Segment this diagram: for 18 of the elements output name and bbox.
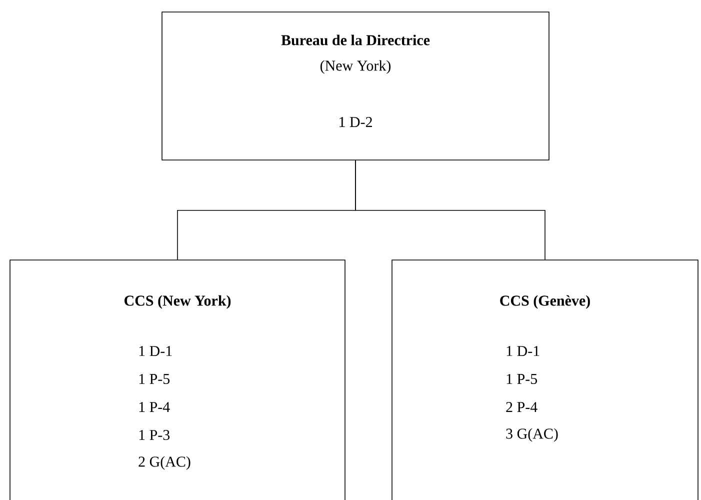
post-count: 1 P-3 [139, 430, 170, 440]
org-box [162, 12, 550, 160]
post-count: 1 D-1 [506, 346, 540, 356]
post-count: 2 G(AC) [138, 456, 190, 470]
connector-line [355, 160, 546, 260]
org-box [392, 260, 698, 500]
post-count: 2 P-4 [506, 402, 538, 412]
post-count: 1 P-4 [139, 402, 170, 412]
box-title: CCS (Genève) [500, 295, 590, 309]
post-count: 1 P-5 [139, 374, 170, 384]
box-title: CCS (New York) [124, 295, 231, 309]
box-title: Bureau de la Directrice [281, 34, 430, 46]
post-count: 3 G(AC) [506, 428, 558, 442]
box-text: (New York) [320, 60, 391, 74]
box-text: 1 D-2 [340, 117, 372, 127]
post-count: 1 P-5 [506, 374, 538, 384]
org-box [10, 260, 346, 500]
post-count: 1 D-1 [139, 346, 172, 356]
